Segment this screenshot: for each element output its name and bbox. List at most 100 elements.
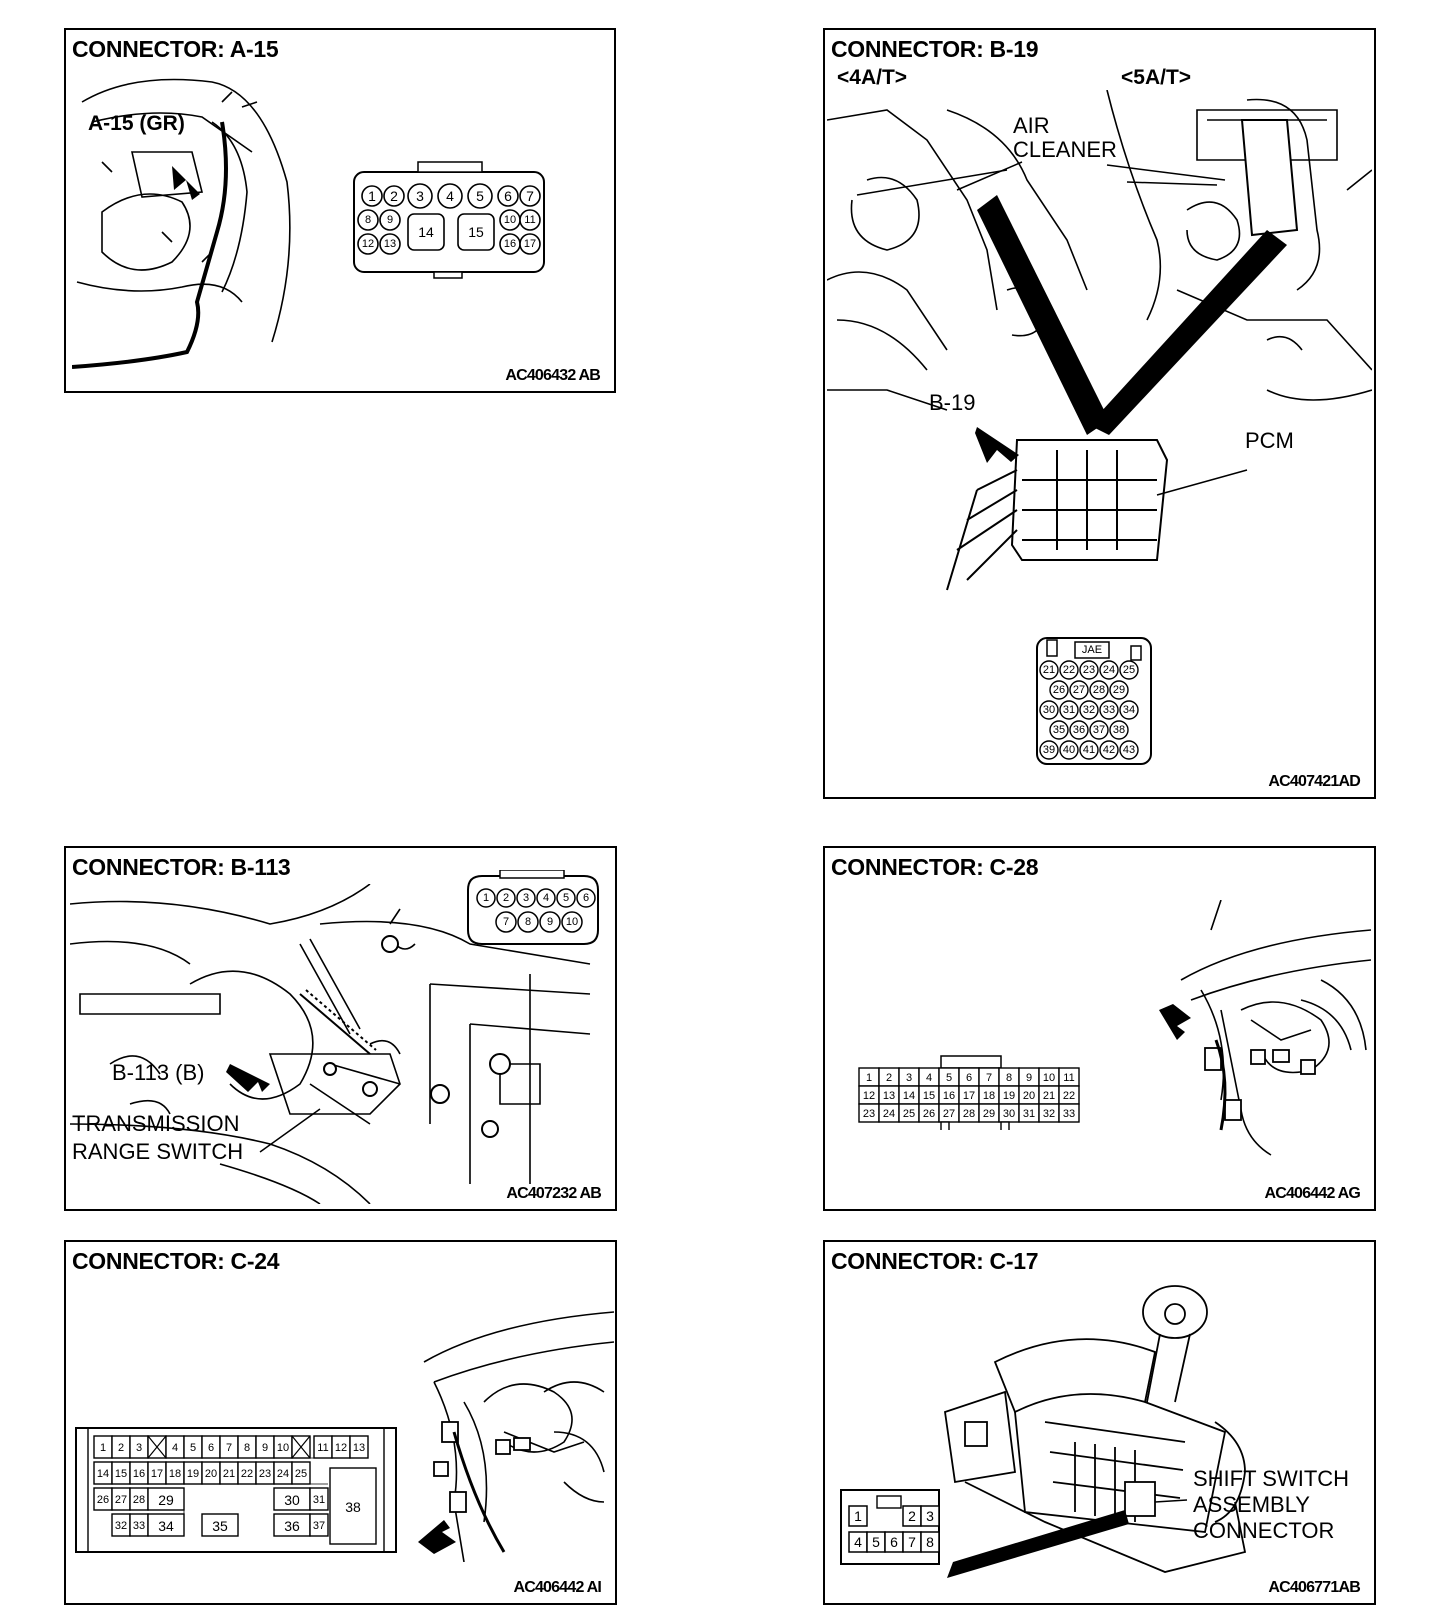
pin (457, 213, 495, 251)
pin-label: 3 (523, 892, 529, 904)
variant-label-5at: <5A/T> (1121, 66, 1192, 89)
pin (357, 233, 379, 255)
pin (539, 911, 561, 933)
connector-label-box (1074, 641, 1110, 659)
pin-label: 19 (187, 1468, 199, 1480)
pin (1059, 740, 1079, 760)
pin-label: 6 (583, 892, 589, 904)
pin-label: 22 (1063, 664, 1075, 676)
pin-label: 28 (133, 1494, 145, 1506)
connector-latch (417, 161, 483, 173)
pin-label: 28 (1093, 684, 1105, 696)
pin-label: 2 (908, 1508, 916, 1524)
pin (1079, 740, 1099, 760)
pin (361, 185, 383, 207)
shift-lever-illustration (944, 1285, 1247, 1578)
connector-key (1000, 1121, 1010, 1130)
pin-label: 10 (277, 1442, 289, 1454)
pin-label: 6 (504, 188, 512, 204)
pin-label: 35 (212, 1518, 228, 1534)
pin-label: 13 (384, 238, 396, 250)
pin (1039, 700, 1059, 720)
pin-label: 2 (886, 1072, 892, 1084)
pin (517, 911, 539, 933)
engine-bay-illustration (72, 78, 291, 369)
pin-label: 7 (986, 1072, 992, 1084)
panel-title: CONNECTOR: C-28 (831, 854, 1039, 880)
pin (496, 888, 516, 908)
figure-code: AC406771AB (1268, 1579, 1360, 1596)
pin (1079, 660, 1099, 680)
pin-label: 18 (169, 1468, 181, 1480)
pin-label: 12 (362, 238, 374, 250)
pin-label: 29 (983, 1108, 995, 1120)
pin-label: 7 (226, 1442, 232, 1454)
pin-label: 8 (365, 214, 371, 226)
pin-label: 20 (1023, 1090, 1035, 1102)
connector-latch (940, 1055, 1002, 1069)
pin (379, 233, 401, 255)
pin-label: 5 (563, 892, 569, 904)
pin-label: 33 (133, 1520, 145, 1532)
pin-label: 43 (1123, 744, 1135, 756)
pin (357, 209, 379, 231)
pin-label: 27 (115, 1494, 127, 1506)
pin (437, 183, 463, 209)
pin (576, 888, 596, 908)
pin-label: 32 (1083, 704, 1095, 716)
pin-label: 11 (317, 1442, 328, 1454)
pcm-label: PCM (1245, 428, 1294, 453)
connector-key (433, 271, 463, 279)
pin (1059, 660, 1079, 680)
pin-label: 23 (1083, 664, 1095, 676)
pin-label: 14 (418, 224, 434, 240)
pin-label: 32 (115, 1520, 127, 1532)
pin-label: 8 (244, 1442, 250, 1454)
pin-label: 10 (566, 916, 578, 928)
pin (497, 185, 519, 207)
pin-label: 7 (908, 1534, 916, 1550)
pin-label: 5 (872, 1534, 880, 1550)
pin-label: 13 (883, 1090, 895, 1102)
pin (1069, 720, 1089, 740)
pin-label: 4 (854, 1534, 862, 1550)
connector-latch (499, 870, 565, 879)
pin-label: JAE (1082, 644, 1102, 656)
pin-label: 16 (133, 1468, 145, 1480)
pin-label: 7 (526, 188, 534, 204)
pin-label: 39 (1043, 744, 1055, 756)
pin-label: 31 (313, 1494, 325, 1506)
pin-label: 6 (966, 1072, 972, 1084)
pin-label: 20 (205, 1468, 217, 1480)
pin (495, 911, 517, 933)
pin-label: 8 (1006, 1072, 1012, 1084)
blank-cavity-mark (291, 1435, 311, 1459)
pin-label: 30 (1043, 704, 1055, 716)
pin-label: 21 (1043, 1090, 1055, 1102)
pin-label: 36 (284, 1518, 300, 1534)
pin (1089, 720, 1109, 740)
pin-label: 22 (241, 1468, 253, 1480)
pin-label: 25 (903, 1108, 915, 1120)
figure-code: AC406432 AB (505, 367, 600, 384)
pin-label: 23 (863, 1108, 875, 1120)
pin-label: 4 (543, 892, 549, 904)
pin-label: 7 (503, 916, 509, 928)
pin-label: 26 (923, 1108, 935, 1120)
pin-label: 15 (115, 1468, 127, 1480)
pin (1089, 680, 1109, 700)
pin (407, 213, 445, 251)
pin-label: 5 (476, 188, 484, 204)
pin-label: 25 (295, 1468, 307, 1480)
pin (309, 1513, 329, 1537)
pin (407, 183, 433, 209)
pin-label: 33 (1103, 704, 1115, 716)
pin (1119, 740, 1139, 760)
pin-label: 11 (524, 214, 535, 226)
pin-label: 24 (883, 1108, 895, 1120)
pin-label: 37 (1093, 724, 1105, 736)
